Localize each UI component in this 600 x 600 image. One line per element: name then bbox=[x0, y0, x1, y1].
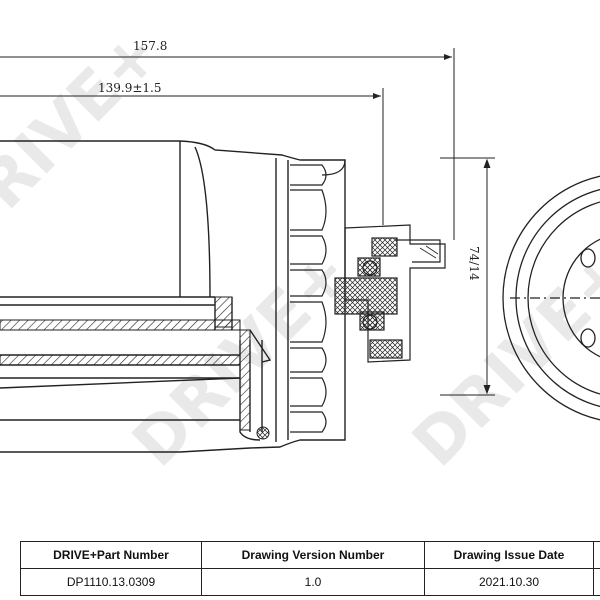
title-block-value-row: DP1110.13.0309 1.0 2021.10.30 bbox=[20, 568, 600, 596]
title-block-header-row: DRIVE+Part Number Drawing Version Number… bbox=[20, 541, 600, 569]
value-part-number: DP1110.13.0309 bbox=[20, 568, 202, 596]
outlet-valve-section bbox=[334, 224, 446, 363]
housing-section bbox=[0, 296, 270, 440]
header-part-number: DRIVE+Part Number bbox=[20, 541, 202, 569]
header-version-number: Drawing Version Number bbox=[201, 541, 425, 569]
header-extra bbox=[593, 541, 600, 569]
header-issue-date: Drawing Issue Date bbox=[424, 541, 594, 569]
ribbed-cap bbox=[290, 159, 346, 433]
dimension-body-length-label: 139.9±1.5 bbox=[98, 81, 162, 95]
value-extra bbox=[593, 568, 600, 596]
dimension-overall-length bbox=[0, 48, 455, 240]
title-block: DRIVE+Part Number Drawing Version Number… bbox=[20, 541, 600, 596]
value-version-number: 1.0 bbox=[201, 568, 425, 596]
watermark-3: DRIVE+ bbox=[399, 236, 600, 481]
dimension-overall-length-label: 157.8 bbox=[133, 39, 167, 53]
end-view bbox=[502, 175, 600, 421]
dimension-thread bbox=[440, 157, 495, 396]
dimension-body-length bbox=[0, 88, 384, 225]
value-issue-date: 2021.10.30 bbox=[424, 568, 594, 596]
dimension-thread-label: 74/14 bbox=[467, 246, 481, 281]
